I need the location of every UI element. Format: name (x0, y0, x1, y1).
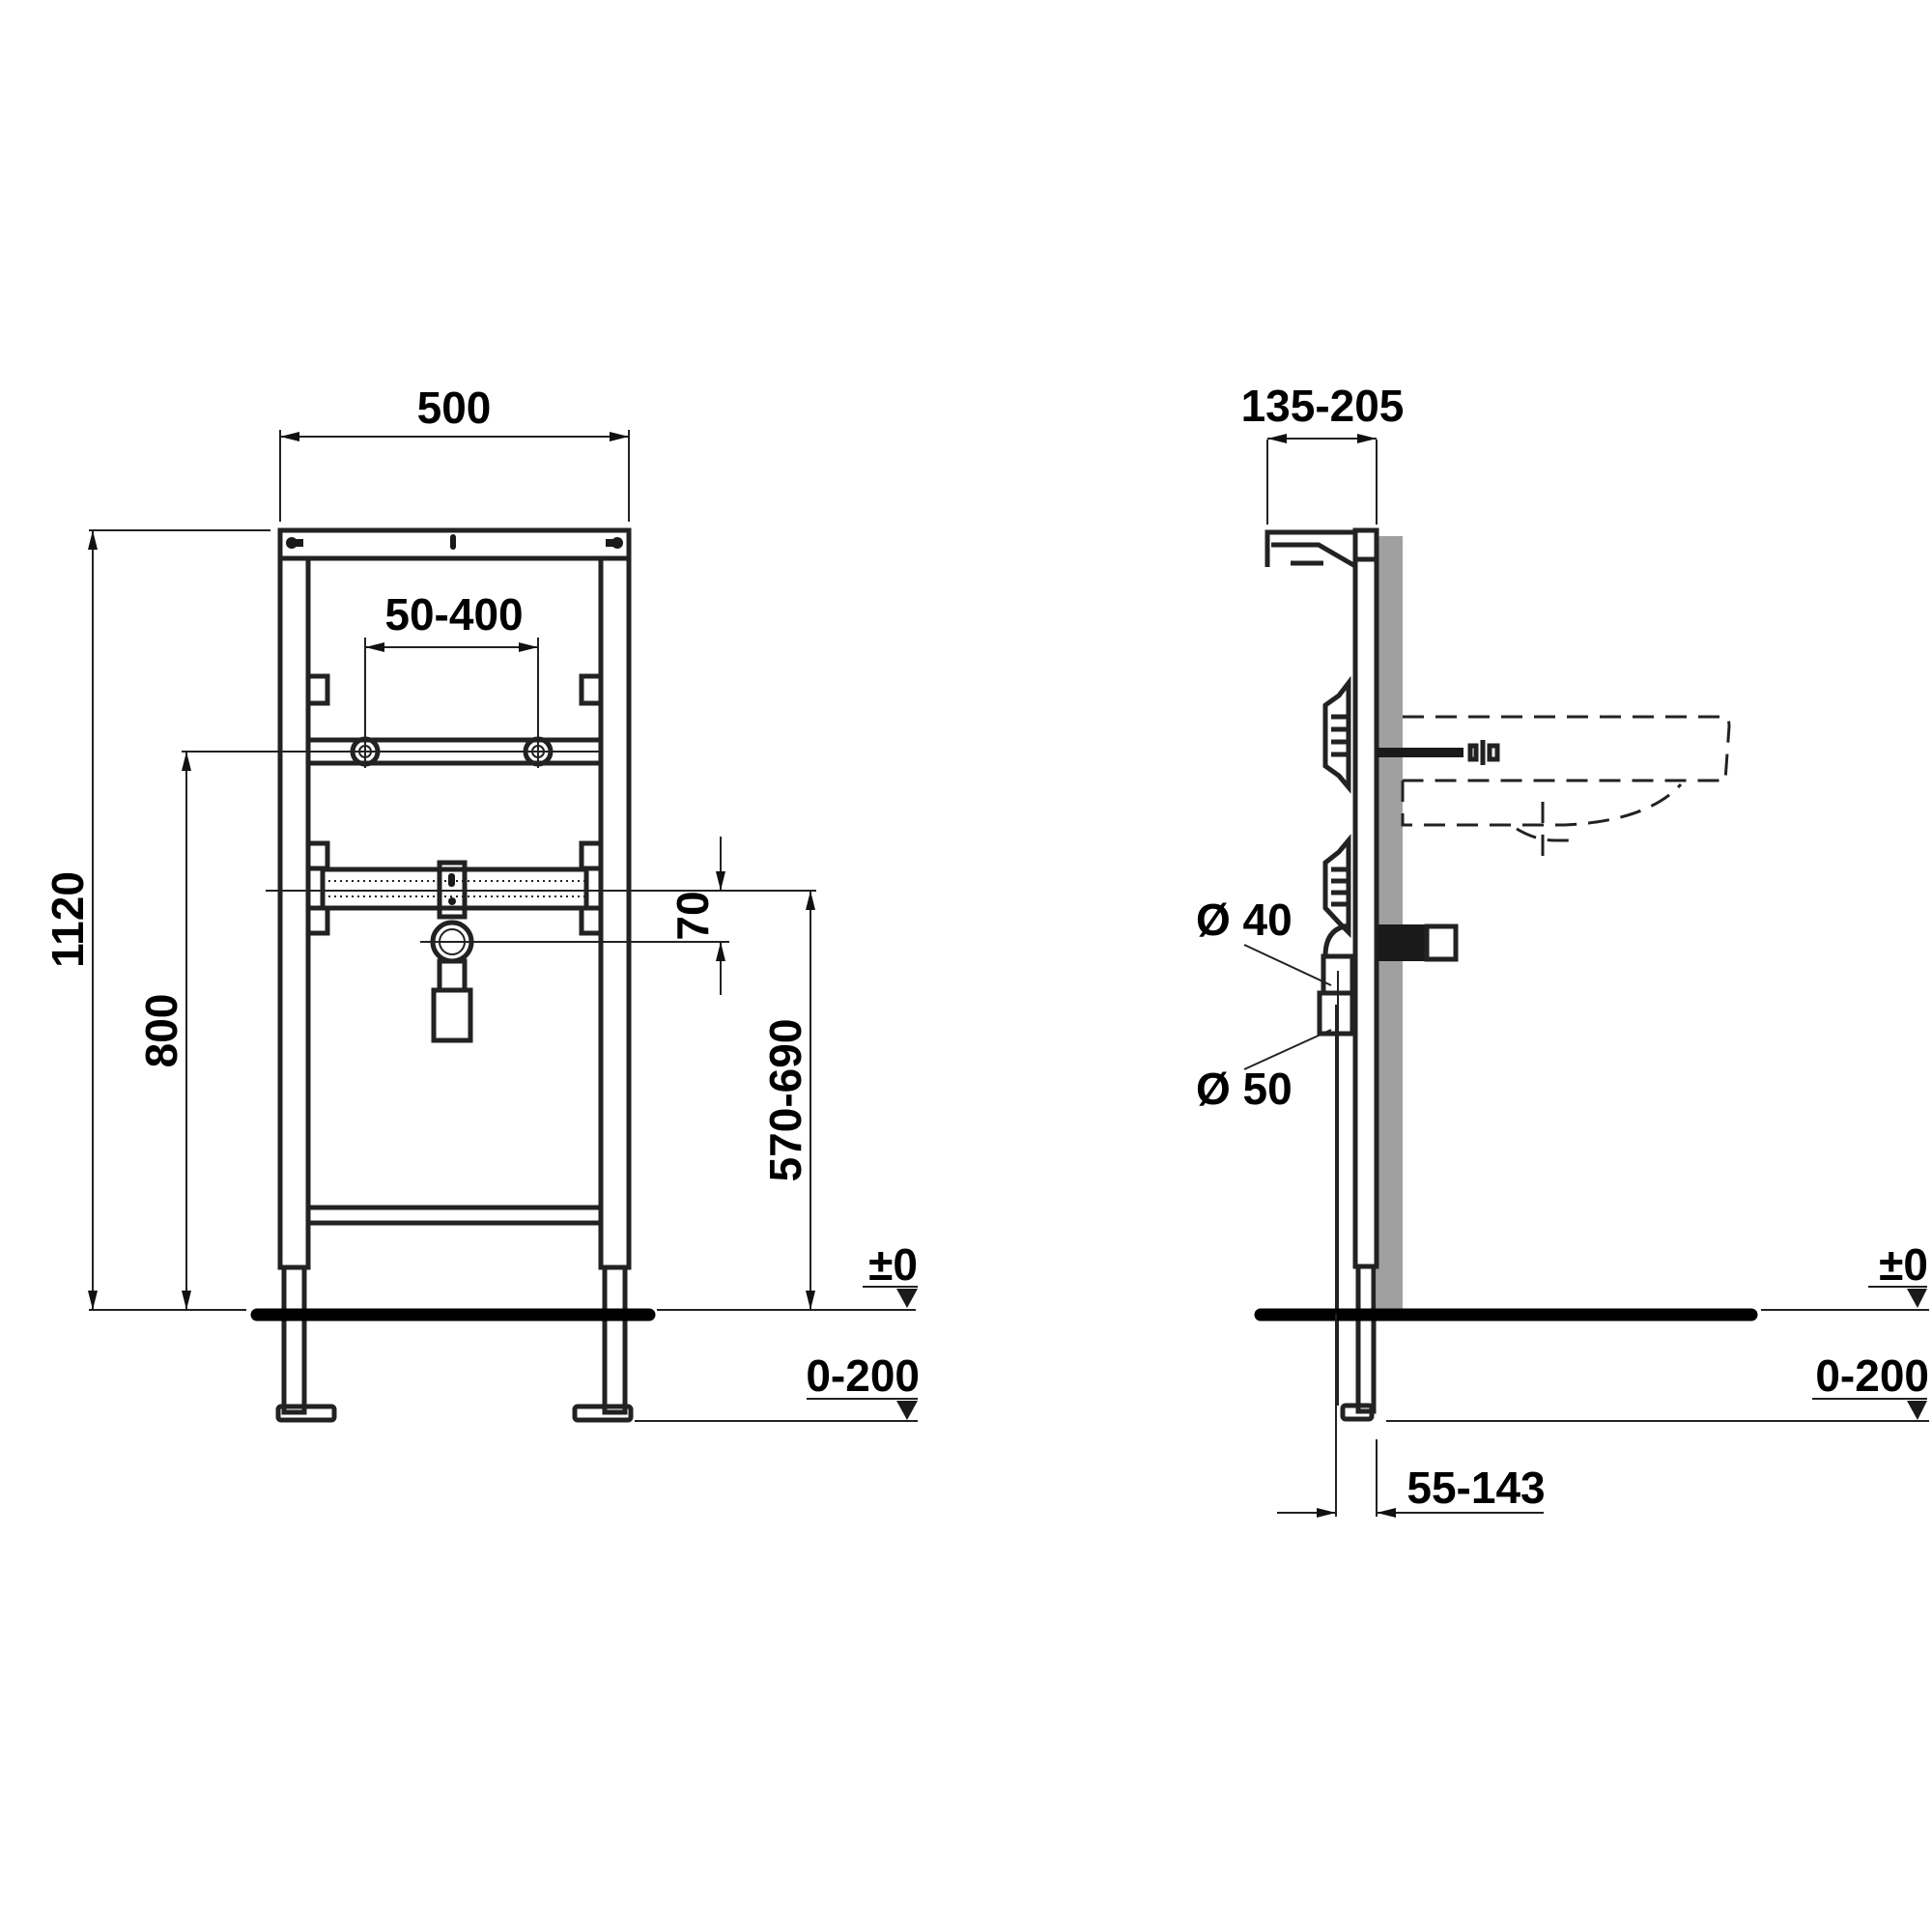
dimension-depth: 135-205 (1241, 381, 1405, 431)
lower-clamp (1322, 834, 1351, 939)
level-marker-icon (1907, 1289, 1927, 1308)
center-slot-icon (450, 534, 456, 550)
dimension-foot-offset: 55-143 (1406, 1463, 1545, 1513)
dimension-overall-width: 500 (417, 383, 492, 433)
drain-elbow (1317, 923, 1355, 1037)
top-bracket (1264, 529, 1357, 569)
level-leg-adjustment: 0-200 (1815, 1350, 1929, 1401)
side-view: 135-205 Ø 40 Ø 50 ±0 0-200 55-143 (1196, 381, 1929, 1518)
level-marker-icon (896, 1401, 918, 1420)
basin-outline (1401, 715, 1731, 860)
dimension-overall-height: 1120 (43, 871, 93, 968)
level-floor: ±0 (1879, 1239, 1928, 1290)
label-drain-inlet-diameter: Ø 40 (1196, 895, 1293, 945)
drain-fitting (420, 920, 483, 1043)
frame-foot (1340, 1403, 1375, 1422)
supply-rail (305, 673, 604, 767)
dimension-drain-offset: 70 (668, 891, 718, 940)
wall (1377, 536, 1403, 1310)
top-rail (277, 527, 632, 561)
left-post (277, 555, 311, 1270)
left-foot (275, 1404, 337, 1423)
upper-clamp (1322, 675, 1351, 794)
right-post (598, 555, 632, 1270)
right-foot (572, 1404, 634, 1423)
front-view: 500 50-400 1120 800 70 570-690 ±0 0 (43, 383, 920, 1423)
dimension-supply-spacing: 50-400 (384, 589, 523, 639)
right-leg (602, 1264, 628, 1415)
label-drain-outlet-diameter: Ø 50 (1196, 1064, 1293, 1114)
level-marker-icon (896, 1289, 918, 1308)
frame-leg (1355, 1264, 1377, 1414)
left-leg (281, 1264, 307, 1415)
level-leg-adjustment: 0-200 (806, 1350, 920, 1401)
supply-pipe (1377, 748, 1463, 757)
dimension-supply-height: 800 (136, 994, 186, 1068)
frame-post (1352, 527, 1379, 1269)
level-marker-icon (1907, 1401, 1927, 1420)
dimension-drain-height: 570-690 (760, 1019, 810, 1182)
level-floor: ±0 (868, 1239, 918, 1290)
drain-wall-connection (1377, 924, 1427, 961)
drain-rail (305, 840, 604, 936)
